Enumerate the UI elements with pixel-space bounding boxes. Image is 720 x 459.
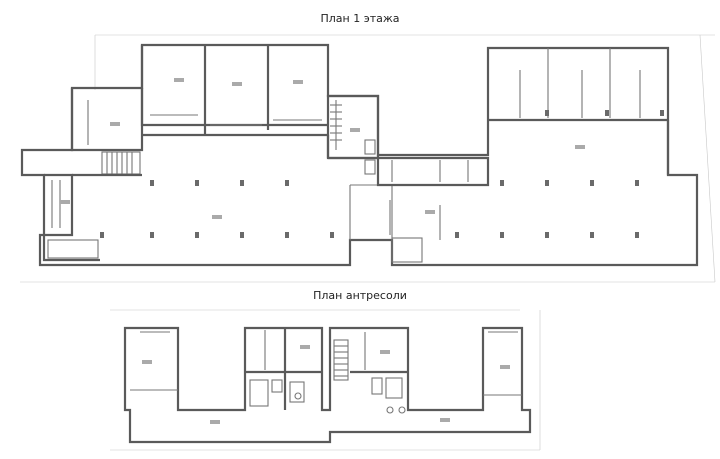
floor-1-right-hall [389, 48, 670, 240]
floor-1-corridor [376, 156, 490, 263]
floor-1-plan-title: План 1 этажа [320, 12, 400, 25]
floor-1-sheet-grid [20, 34, 716, 283]
floor-1-stair-left [42, 151, 141, 262]
mezzanine-plan [110, 309, 541, 451]
floor-1-outer-wall [20, 43, 699, 267]
mezzanine-outer-wall [123, 326, 532, 444]
floor-1-stair-core [326, 94, 380, 175]
mezzanine-room-marks [142, 345, 510, 424]
floor-1-columns [100, 110, 664, 238]
floor-1-room-marks [60, 78, 585, 219]
mezzanine-stair [333, 339, 349, 381]
mezzanine-right-room [483, 331, 522, 396]
mezzanine-plan-title: План антресоли [313, 289, 407, 302]
mezzanine-center-right-block [350, 332, 408, 414]
mezzanine-center-left-block [245, 328, 322, 410]
mezzanine-sheet-grid [110, 309, 541, 451]
mezzanine-left-room [130, 331, 178, 391]
floor-1-plan [20, 34, 716, 283]
floor-1-offices [70, 45, 328, 152]
